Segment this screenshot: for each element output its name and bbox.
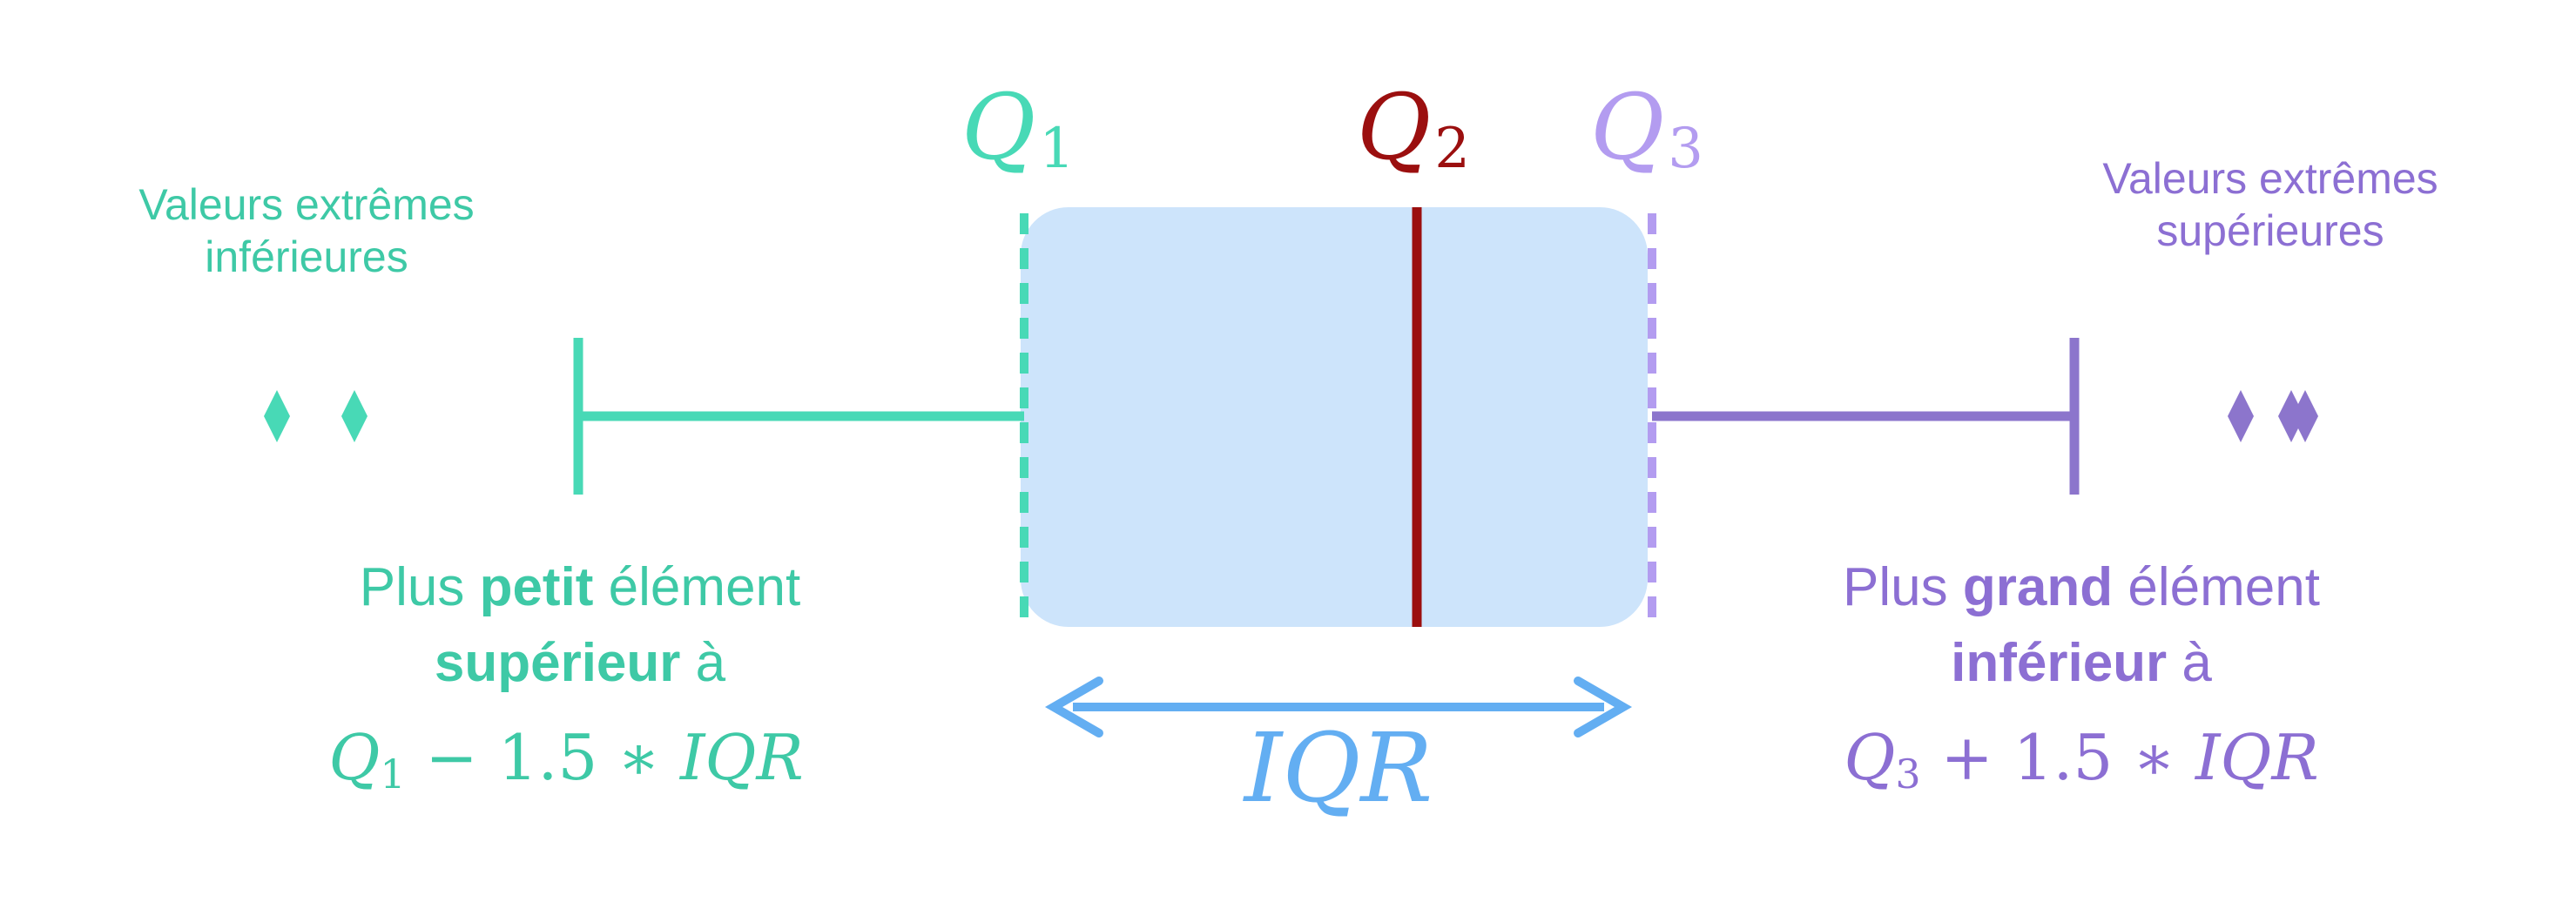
iqr-arrow [1044, 677, 1633, 737]
iqr-label: IQR [1243, 712, 1433, 824]
q1-label: Q1 [961, 74, 1075, 181]
upper-desc-line1: Plus grand élément [1843, 557, 2320, 617]
outlier-point [341, 390, 368, 442]
q3-label: Q3 [1590, 74, 1703, 181]
upper-outliers [2228, 390, 2318, 442]
upper-outliers-caption-line2: supérieures [2156, 206, 2384, 255]
upper-desc-line2: inférieur à [1951, 633, 2212, 693]
iqr-box [1021, 207, 1648, 627]
lower-outliers [264, 390, 368, 442]
outlier-point [2228, 390, 2254, 442]
q2-label: Q2 [1357, 74, 1470, 181]
outlier-point [2278, 390, 2304, 442]
outlier-point [2292, 390, 2318, 442]
lower-desc-line2: supérieur à [435, 633, 726, 693]
upper-formula: Q3 + 1.5 ∗ IQR [1844, 721, 2318, 798]
outlier-point [264, 390, 290, 442]
upper-outliers-caption-line1: Valeurs extrêmes [2102, 154, 2438, 203]
lower-outliers-caption-line2: inférieures [205, 232, 408, 281]
lower-formula: Q1 − 1.5 ∗ IQR [328, 721, 803, 798]
lower-desc-line1: Plus petit élément [360, 557, 801, 617]
lower-outliers-caption-line1: Valeurs extrêmes [138, 180, 474, 229]
